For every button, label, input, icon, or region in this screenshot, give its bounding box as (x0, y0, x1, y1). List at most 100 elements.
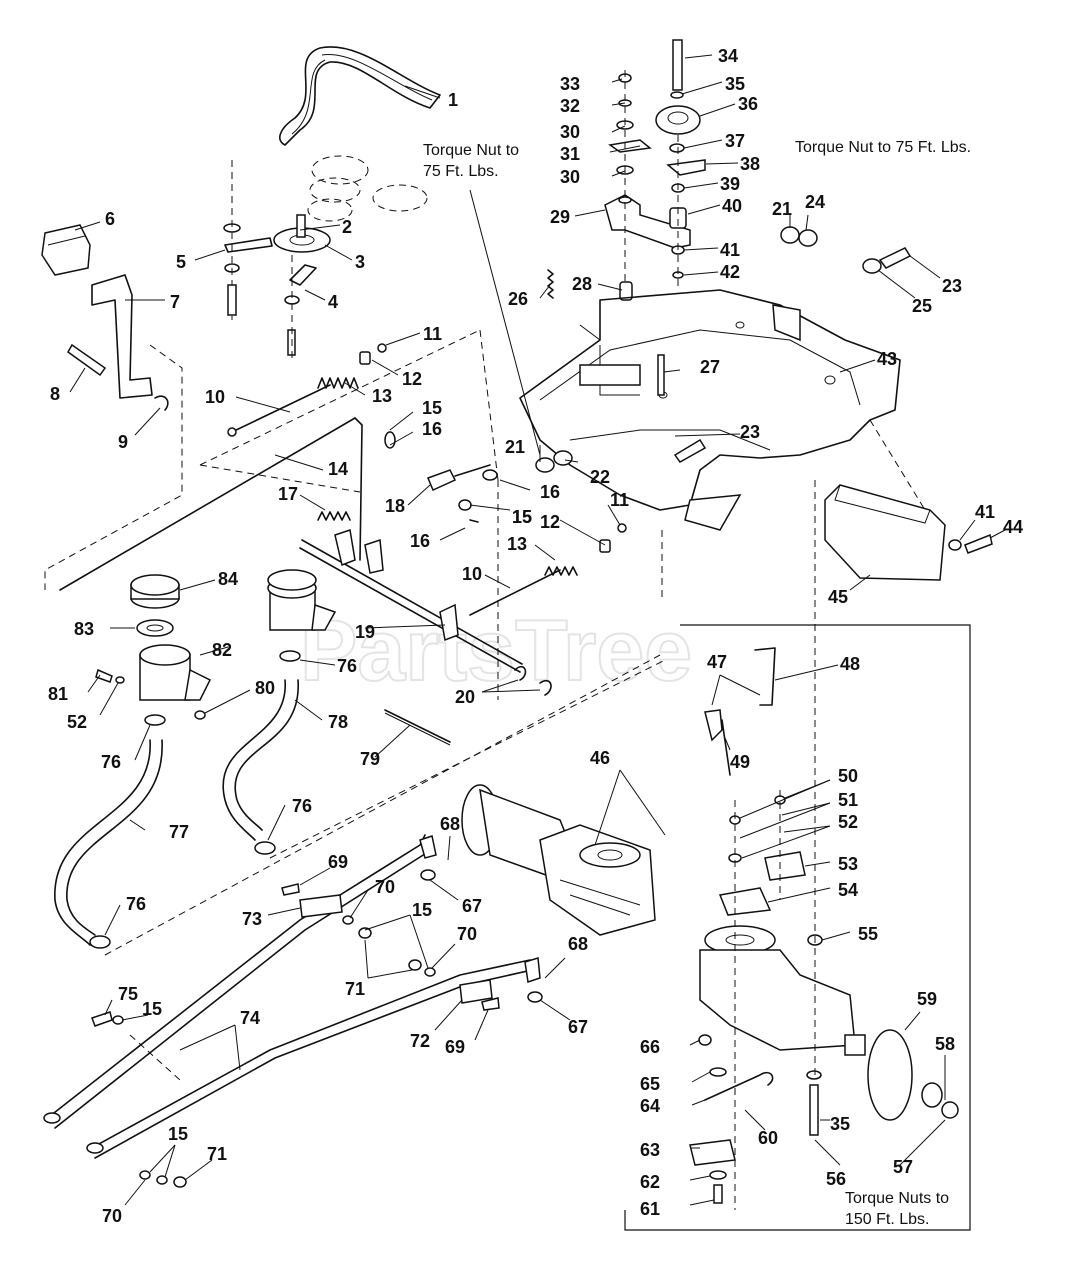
callout: 37 (725, 131, 745, 151)
callout: 41 (975, 502, 995, 522)
callout: 6 (105, 209, 115, 229)
callout: 33 (560, 74, 580, 94)
callout: 15 (142, 999, 162, 1019)
callout: 30 (560, 122, 580, 142)
clevis-18 (427, 464, 491, 492)
callout: 16 (410, 531, 430, 551)
drive-pulley (273, 214, 331, 253)
ferrule-12-upper (359, 351, 371, 365)
torque-note-75-center-line2: 75 Ft. Lbs. (423, 163, 499, 180)
frame-dash-right (869, 419, 926, 511)
callout: 18 (385, 496, 405, 516)
hose-dash (104, 654, 661, 956)
pedal-link-dashline (44, 344, 183, 590)
bolt-27 (657, 354, 665, 396)
callout: 66 (640, 1037, 660, 1057)
spring-17 (317, 511, 351, 521)
callout: 76 (101, 752, 121, 772)
callout: 2 (342, 217, 352, 237)
callout: 59 (917, 989, 937, 1009)
nut-21-24-right (780, 226, 818, 247)
callout: 63 (640, 1140, 660, 1160)
torque-note-75-center-line1: Torque Nut to (423, 142, 519, 159)
callout: 70 (102, 1206, 122, 1226)
fittings-67-68 (419, 835, 543, 1003)
callout: 52 (67, 712, 87, 732)
drive-belt (279, 46, 441, 146)
callout: 15 (168, 1124, 188, 1144)
callout: 77 (169, 822, 189, 842)
callout: 35 (830, 1114, 850, 1134)
callout: 26 (508, 289, 528, 309)
hardware-60-66 (689, 1034, 774, 1204)
callout: 29 (550, 207, 570, 227)
callout: 50 (838, 766, 858, 786)
clamps-76 (89, 650, 301, 949)
hairpin-20 (514, 665, 552, 696)
callout: 27 (700, 357, 720, 377)
callout: 83 (74, 619, 94, 639)
callout: 82 (212, 640, 232, 660)
hose-dash-2 (269, 659, 666, 859)
callout: 13 (372, 386, 392, 406)
callout: 53 (838, 854, 858, 874)
callout: 71 (207, 1144, 227, 1164)
main-frame-43 (519, 289, 901, 531)
callout: 31 (560, 144, 580, 164)
callout: 58 (935, 1034, 955, 1054)
callout: 70 (457, 924, 477, 944)
callout: 35 (725, 74, 745, 94)
linkage-dash-a (479, 329, 499, 481)
callout: 25 (912, 296, 932, 316)
callout: 34 (718, 46, 738, 66)
transaxle-group-frame (624, 624, 971, 1231)
bushing-28 (619, 281, 633, 301)
callout: 43 (877, 349, 897, 369)
callout: 76 (337, 656, 357, 676)
brake-rod-14 (59, 329, 481, 591)
bracket-29 (604, 194, 691, 249)
callout: 47 (707, 652, 727, 672)
bracket-48-53-54 (704, 647, 806, 1210)
callout: 56 (826, 1169, 846, 1189)
callout: 36 (738, 94, 758, 114)
nut-21-22-center (535, 450, 573, 473)
pulley-ghost-group (307, 155, 428, 222)
callout: 21 (772, 199, 792, 219)
callout: 11 (610, 490, 629, 510)
callout: 20 (455, 687, 475, 707)
callout: 7 (170, 292, 180, 312)
callout: 68 (568, 934, 588, 954)
callout: 13 (507, 534, 527, 554)
callout: 42 (720, 262, 740, 282)
callout: 5 (176, 252, 186, 272)
callout: 52 (838, 812, 858, 832)
callout: 74 (240, 1008, 260, 1028)
callout: 12 (402, 369, 422, 389)
callout: 32 (560, 96, 580, 116)
callout: 11 (423, 324, 442, 344)
callout: 14 (328, 459, 348, 479)
callout: 15 (412, 900, 432, 920)
callout: 1 (448, 90, 458, 110)
callout: 23 (740, 422, 760, 442)
callout: 68 (440, 814, 460, 834)
bolt-23-washer-25-right (862, 247, 912, 274)
hardware-69-71 (91, 883, 500, 1188)
callout: 4 (328, 292, 338, 312)
callout: 15 (512, 507, 532, 527)
callout: 64 (640, 1096, 660, 1116)
callout: 69 (445, 1037, 465, 1057)
callout: 78 (328, 712, 348, 732)
callout: 24 (805, 192, 825, 212)
callout: 28 (572, 274, 592, 294)
torque-note-150-line2: 150 Ft. Lbs. (845, 1211, 930, 1228)
callout: 48 (840, 654, 860, 674)
callout: 57 (893, 1157, 913, 1177)
callout: 17 (278, 484, 298, 504)
leader-lines (69, 54, 1006, 1206)
callout: 70 (375, 877, 395, 897)
callout: 10 (462, 564, 482, 584)
pedal-arm-7 (91, 274, 153, 399)
